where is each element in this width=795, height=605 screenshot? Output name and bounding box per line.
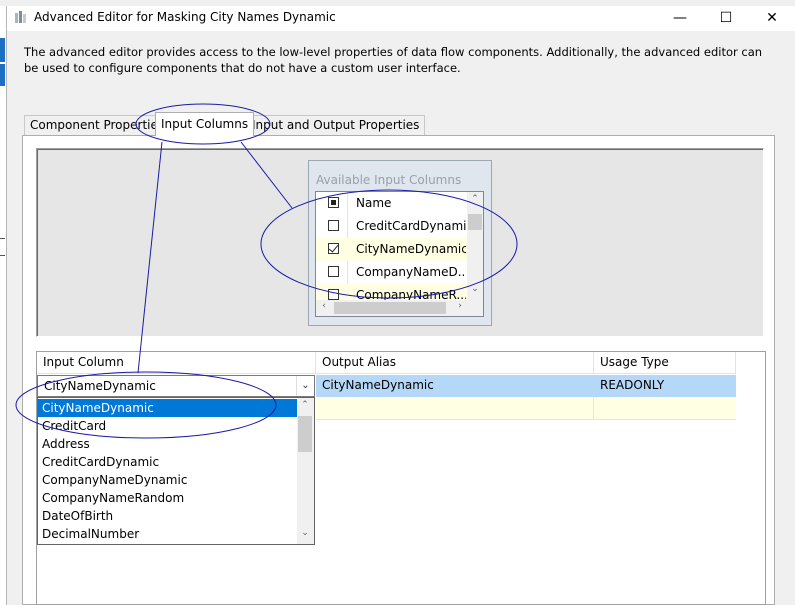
app-icon — [15, 11, 26, 23]
table-row[interactable]: CityNameDynamic READONLY — [316, 375, 736, 397]
chevron-up-icon[interactable]: ⌃ — [301, 400, 309, 410]
dropdown-option[interactable]: CompanyNameDynamic — [42, 473, 188, 487]
tab-input-output-properties[interactable]: Input and Output Properties — [246, 115, 426, 135]
dropdown-option[interactable]: DateOfBirth — [42, 509, 114, 523]
background-window-edge — [0, 6, 7, 605]
chevron-down-icon[interactable]: ⌄ — [296, 376, 314, 396]
tab-component-properties[interactable]: Component Properties — [24, 115, 171, 135]
select-all-checkbox[interactable] — [328, 197, 339, 208]
description-text: The advanced editor provides access to t… — [24, 45, 763, 75]
background-divider — [0, 238, 5, 239]
column-name: CompanyNameD... — [356, 265, 466, 279]
dropdown-option[interactable]: CityNameDynamic — [38, 399, 302, 417]
list-item[interactable]: CityNameDynamic — [316, 238, 468, 261]
grid-header-input-column[interactable]: Input Column — [37, 352, 316, 374]
column-checkbox[interactable] — [328, 266, 339, 277]
chevron-right-icon[interactable]: › — [458, 301, 462, 311]
chevron-left-icon[interactable]: ‹ — [322, 301, 326, 311]
window-title: Advanced Editor for Masking City Names D… — [34, 10, 336, 24]
chevron-up-icon[interactable]: ⌃ — [471, 194, 479, 204]
available-columns-header-row: Name — [316, 192, 468, 215]
list-item[interactable]: CreditCardDynamic — [316, 215, 468, 238]
dropdown-option[interactable]: DecimalNumber — [42, 527, 140, 541]
column-name: CityNameDynamic — [356, 242, 466, 256]
grid-header-usage-type[interactable]: Usage Type — [594, 352, 736, 374]
dropdown-option[interactable]: CreditCardDynamic — [42, 455, 160, 469]
column-checkbox[interactable] — [328, 220, 339, 231]
chevron-down-icon[interactable]: ⌄ — [301, 528, 309, 538]
maximize-button[interactable]: ☐ — [719, 10, 733, 26]
available-columns-vscrollbar[interactable]: ⌃ ⌄ — [467, 192, 483, 300]
available-columns-list: Name CreditCardDynamic CityNameDynamic C… — [315, 191, 484, 317]
available-columns-hscrollbar[interactable]: ‹ › — [316, 300, 483, 316]
title-bar[interactable] — [7, 6, 795, 31]
scroll-thumb[interactable] — [468, 214, 482, 230]
input-column-combobox[interactable]: CityNameDynamic ⌄ — [37, 375, 315, 397]
column-checkbox[interactable] — [328, 243, 339, 254]
tab-input-columns[interactable]: Input Columns — [155, 112, 255, 136]
dropdown-option[interactable]: CompanyNameRandom — [42, 491, 185, 505]
chevron-down-icon[interactable]: ⌄ — [471, 284, 479, 294]
dropdown-option[interactable]: CreditCard — [42, 419, 107, 433]
dropdown-option[interactable]: Address — [42, 437, 90, 451]
usage-type-cell[interactable]: READONLY — [600, 378, 665, 392]
background-selection-block — [0, 64, 5, 86]
grid-header-output-alias[interactable]: Output Alias — [316, 352, 594, 374]
background-selection-block — [0, 38, 5, 62]
scroll-thumb[interactable] — [334, 302, 446, 314]
name-column-header: Name — [356, 196, 392, 210]
input-column-dropdown[interactable]: CityNameDynamic CreditCard Address Credi… — [37, 397, 315, 545]
column-name: CreditCardDynamic — [356, 219, 466, 233]
column-checkbox[interactable] — [328, 289, 339, 300]
combobox-value: CityNameDynamic — [44, 379, 156, 393]
scroll-thumb[interactable] — [298, 416, 312, 452]
close-button[interactable]: ✕ — [766, 10, 778, 26]
output-alias-cell[interactable]: CityNameDynamic — [322, 378, 434, 392]
background-divider — [0, 255, 5, 256]
table-row-empty[interactable] — [316, 398, 736, 420]
dropdown-scrollbar[interactable]: ⌃ ⌄ — [297, 398, 314, 544]
background-toolbar-strip — [0, 0, 795, 6]
available-input-columns-caption: Available Input Columns — [316, 173, 462, 187]
list-item[interactable]: CompanyNameD... — [316, 261, 468, 284]
minimize-button[interactable]: — — [673, 10, 687, 26]
